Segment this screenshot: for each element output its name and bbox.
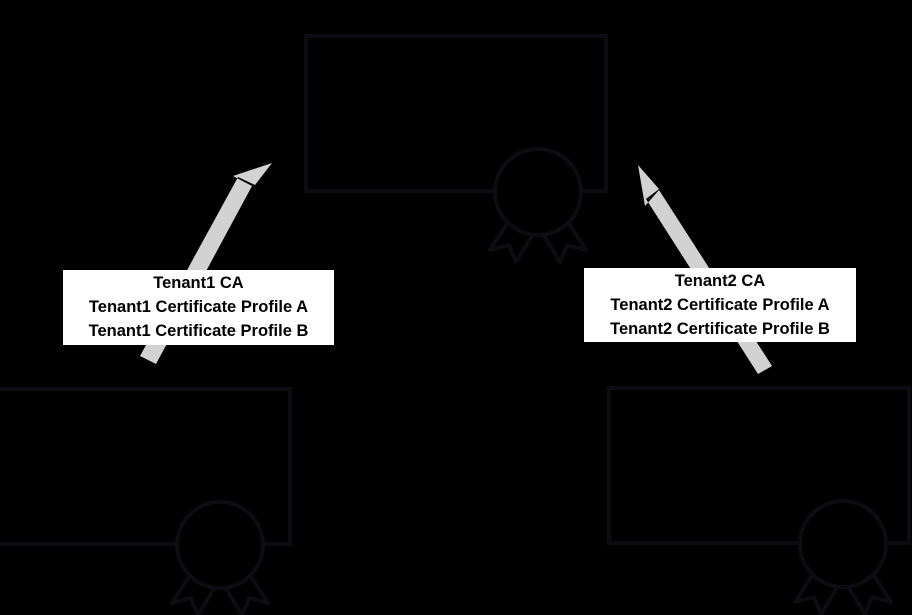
- certificate-document-icon: [0, 387, 292, 546]
- label-tenant2-line-1: Tenant2 CA: [674, 272, 766, 290]
- label-tenant2-line-2: Tenant2 Certificate Profile A: [610, 296, 830, 314]
- certificate-seal-icon: [493, 147, 583, 237]
- label-box-tenant1: Tenant1 CA Tenant1 Certificate Profile A…: [63, 270, 334, 345]
- certificate-icon-top-center: [304, 34, 608, 264]
- label-tenant1-line-1: Tenant1 CA: [153, 274, 244, 292]
- label-box-tenant2: Tenant2 CA Tenant2 Certificate Profile A…: [584, 268, 856, 342]
- certificate-seal-icon: [798, 499, 888, 589]
- certificate-icon-bottom-right: [607, 386, 911, 615]
- certificate-seal-icon: [175, 500, 265, 590]
- certificate-icon-bottom-left: [0, 387, 292, 615]
- certificate-document-icon: [304, 34, 608, 193]
- label-tenant1-line-2: Tenant1 Certificate Profile A: [88, 298, 309, 316]
- label-tenant1-line-3: Tenant1 Certificate Profile B: [88, 322, 309, 340]
- label-tenant2-line-3: Tenant2 Certificate Profile B: [610, 320, 830, 338]
- certificate-document-icon: [607, 386, 911, 545]
